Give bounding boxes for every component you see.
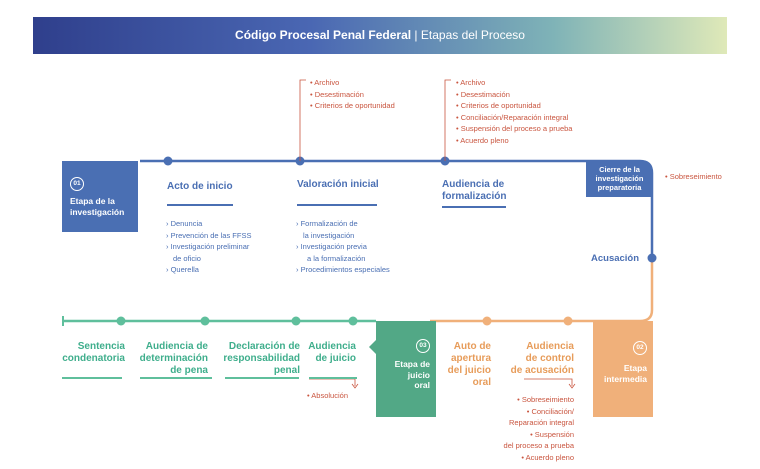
acto-item-preliminar: › Investigación preliminar	[166, 242, 250, 251]
valoracion-title: Valoración inicial	[297, 179, 379, 190]
val-item-4: a la formalización	[307, 253, 366, 263]
acto-item-ffss: › Prevención de las FFSS	[166, 230, 252, 240]
header-title: Código Procesal Penal Federal | Etapas d…	[33, 17, 727, 54]
acto-inicio-underline	[167, 204, 233, 206]
phase2-box: 02 Etapa intermedia	[593, 321, 653, 417]
formalizacion-outcomes: • Archivo • Desestimación • Criterios de…	[456, 78, 573, 145]
branch-formalizacion	[444, 79, 451, 161]
acto-inicio-title: Acto de inicio	[167, 181, 233, 192]
closing-side-note: • Sobreseimiento	[665, 172, 722, 181]
right-curve-orange	[596, 258, 654, 323]
control-outcomes: • Sobreseimiento • Conciliación/ Reparac…	[503, 395, 574, 462]
phase1-box: 01 Etapa de la investigación	[62, 161, 138, 232]
phase3-number: 03	[416, 339, 430, 353]
phase3-label: Etapa de juicio oral	[394, 359, 430, 390]
node-juicio	[348, 316, 358, 326]
juicio-underline	[309, 377, 357, 379]
acto-item-oficio: de oficio	[173, 253, 201, 263]
node-acusacion	[647, 253, 657, 263]
phase2-label: Etapa intermedia	[604, 363, 647, 384]
declaracion-underline	[225, 377, 299, 379]
header-title-rest: Etapas del Proceso	[420, 28, 525, 42]
node-control	[563, 316, 573, 326]
valoracion-underline	[297, 204, 377, 206]
valoracion-list: › Formalización de la investigación › In…	[296, 218, 390, 276]
branch-control	[524, 378, 573, 386]
acto-item-querella: › Querella	[166, 265, 199, 274]
closing-label: Cierre de la investigación preparatoria	[595, 165, 644, 192]
acusacion-label: Acusación	[591, 253, 640, 264]
determinacion-underline	[140, 377, 212, 379]
closing-box: Cierre de la investigación preparatoria	[586, 161, 653, 197]
sentencia-underline	[62, 377, 122, 379]
acto-inicio-list: › Denuncia › Prevención de las FFSS › In…	[166, 218, 251, 276]
phase2-number: 02	[633, 341, 647, 355]
val-item-1: › Formalización de	[296, 219, 358, 228]
node-acto-inicio	[163, 156, 173, 166]
phase3-notch	[369, 340, 376, 354]
valoracion-outcomes: • Archivo • Desestimación • Criterios de…	[310, 78, 395, 110]
phase1-number: 01	[70, 177, 84, 191]
juicio-outcome: • Absolución	[307, 391, 348, 400]
node-declaracion	[291, 316, 301, 326]
node-apertura	[482, 316, 492, 326]
phase1-label: Etapa de la investigación	[70, 196, 125, 217]
phase3-box: 03 Etapa de juicio oral	[376, 321, 436, 417]
arrow-juicio	[351, 383, 359, 389]
header-separator: |	[411, 28, 421, 42]
branch-valoracion	[299, 79, 306, 161]
node-determinacion	[200, 316, 210, 326]
val-item-2: la investigación	[303, 230, 355, 240]
val-item-3: › Investigación previa	[296, 242, 367, 251]
formalizacion-underline	[442, 206, 506, 208]
val-item-5: › Procedimientos especiales	[296, 265, 390, 274]
acto-item-denuncia: › Denuncia	[166, 219, 203, 228]
header-banner: Código Procesal Penal Federal | Etapas d…	[33, 17, 727, 54]
header-title-bold: Código Procesal Penal Federal	[235, 28, 412, 42]
branch-juicio	[309, 378, 356, 386]
arrow-control	[568, 383, 576, 389]
node-sentencia	[116, 316, 126, 326]
